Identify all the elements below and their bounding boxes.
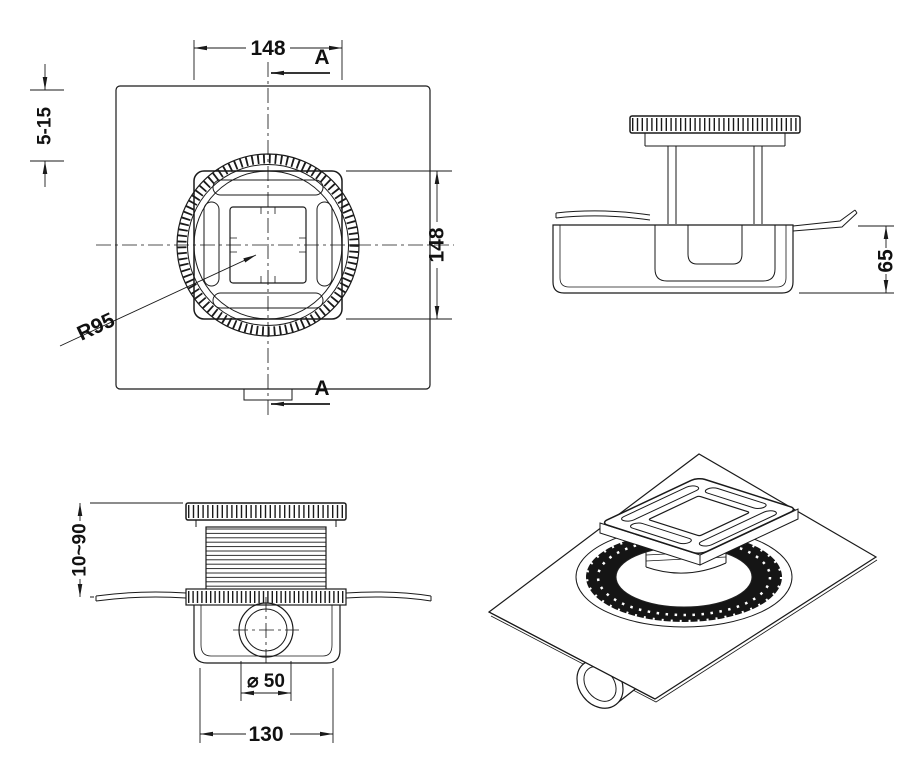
dim-label-width-top: 148: [250, 37, 285, 60]
riser-walls: [667, 146, 763, 224]
membrane-right-front: [345, 591, 432, 602]
dimension-body-width: 130: [199, 668, 334, 746]
radius-label: R95: [74, 308, 119, 345]
front-body: [193, 597, 341, 664]
membrane-outline: [115, 85, 431, 401]
dim-label-height-right: 148: [426, 227, 449, 262]
front-view: 10~90 ⌀ 50 130: [70, 502, 432, 746]
telescopic-tube: [205, 526, 327, 598]
trap-outer: [654, 225, 776, 282]
dim-label-side-height: 65: [875, 249, 898, 273]
trap-inner: [687, 225, 743, 265]
outlet-centermark: [233, 597, 299, 663]
membrane-right-side: [792, 209, 858, 232]
dimension-membrane-thickness: 5-15: [30, 64, 64, 187]
side-membrane: [555, 209, 858, 232]
body-inner-front: [200, 605, 333, 657]
grate-side-outline: [629, 115, 801, 134]
radius-callout: R95: [59, 254, 257, 347]
membrane-left-front: [95, 591, 187, 602]
dimension-width-top: 148: [193, 37, 343, 80]
body-inner-wall: [559, 225, 787, 288]
grate-front-outline: [185, 502, 347, 521]
grate-slot-left: [203, 201, 220, 287]
front-membrane: [95, 591, 432, 602]
centerlines-plan: [96, 62, 454, 418]
body-outline-front: [193, 605, 341, 664]
section-label-top: A: [314, 46, 329, 69]
grate-3d-slot-right: [702, 487, 769, 510]
grate-3d-top-face: [601, 477, 798, 554]
membrane-left-side: [555, 210, 651, 221]
side-section-view: 65: [552, 115, 898, 294]
dimension-height-right: 148: [346, 170, 452, 320]
extension-lines: [90, 502, 183, 598]
section-marker-bottom: A: [271, 377, 330, 407]
seal-ring-segments: [596, 537, 772, 617]
membrane-square: [115, 85, 431, 390]
side-body: [552, 224, 794, 294]
grate-3d-slot-left: [628, 522, 695, 545]
perspective-view: [487, 453, 878, 709]
grate-frame: [644, 133, 786, 147]
dim-label-outlet-diameter: ⌀ 50: [247, 671, 285, 692]
dim-label-body-width: 130: [248, 723, 283, 746]
extension-lines: [346, 170, 452, 320]
grate-3d: [599, 477, 799, 566]
membrane-edge-over-pipe: [488, 611, 656, 700]
extension-lines: [199, 668, 334, 743]
dimension-side-height: 65: [799, 225, 898, 294]
body-outline-side: [552, 224, 794, 294]
grate-slot-right: [316, 201, 333, 287]
ribbed-extension-tube: [205, 526, 327, 598]
section-label-bottom: A: [314, 377, 329, 400]
dim-label-membrane-thickness: 5-15: [35, 107, 56, 145]
dimension-outlet-diameter: ⌀ 50: [240, 661, 292, 701]
dim-label-adjustable-height: 10~90: [70, 523, 91, 576]
grate-3d-slot-bottom: [696, 510, 779, 547]
grate-3d-slot-top: [619, 485, 702, 522]
plan-view: A A 148 5-15 148 R95: [30, 37, 454, 418]
membrane-sheet-thickness: [490, 559, 878, 703]
grate-inner-notches: [230, 207, 306, 283]
section-marker-top: A: [271, 46, 330, 76]
side-grate: [629, 115, 801, 147]
grate-neck: [195, 520, 337, 527]
side-riser: [667, 146, 763, 224]
dimension-adjustable-height: 10~90: [70, 502, 183, 598]
grate-3d-inner-square: [648, 496, 750, 536]
riser-base-arc: [645, 562, 727, 574]
front-grate: [185, 502, 347, 527]
radius-leader-line: [59, 254, 257, 347]
